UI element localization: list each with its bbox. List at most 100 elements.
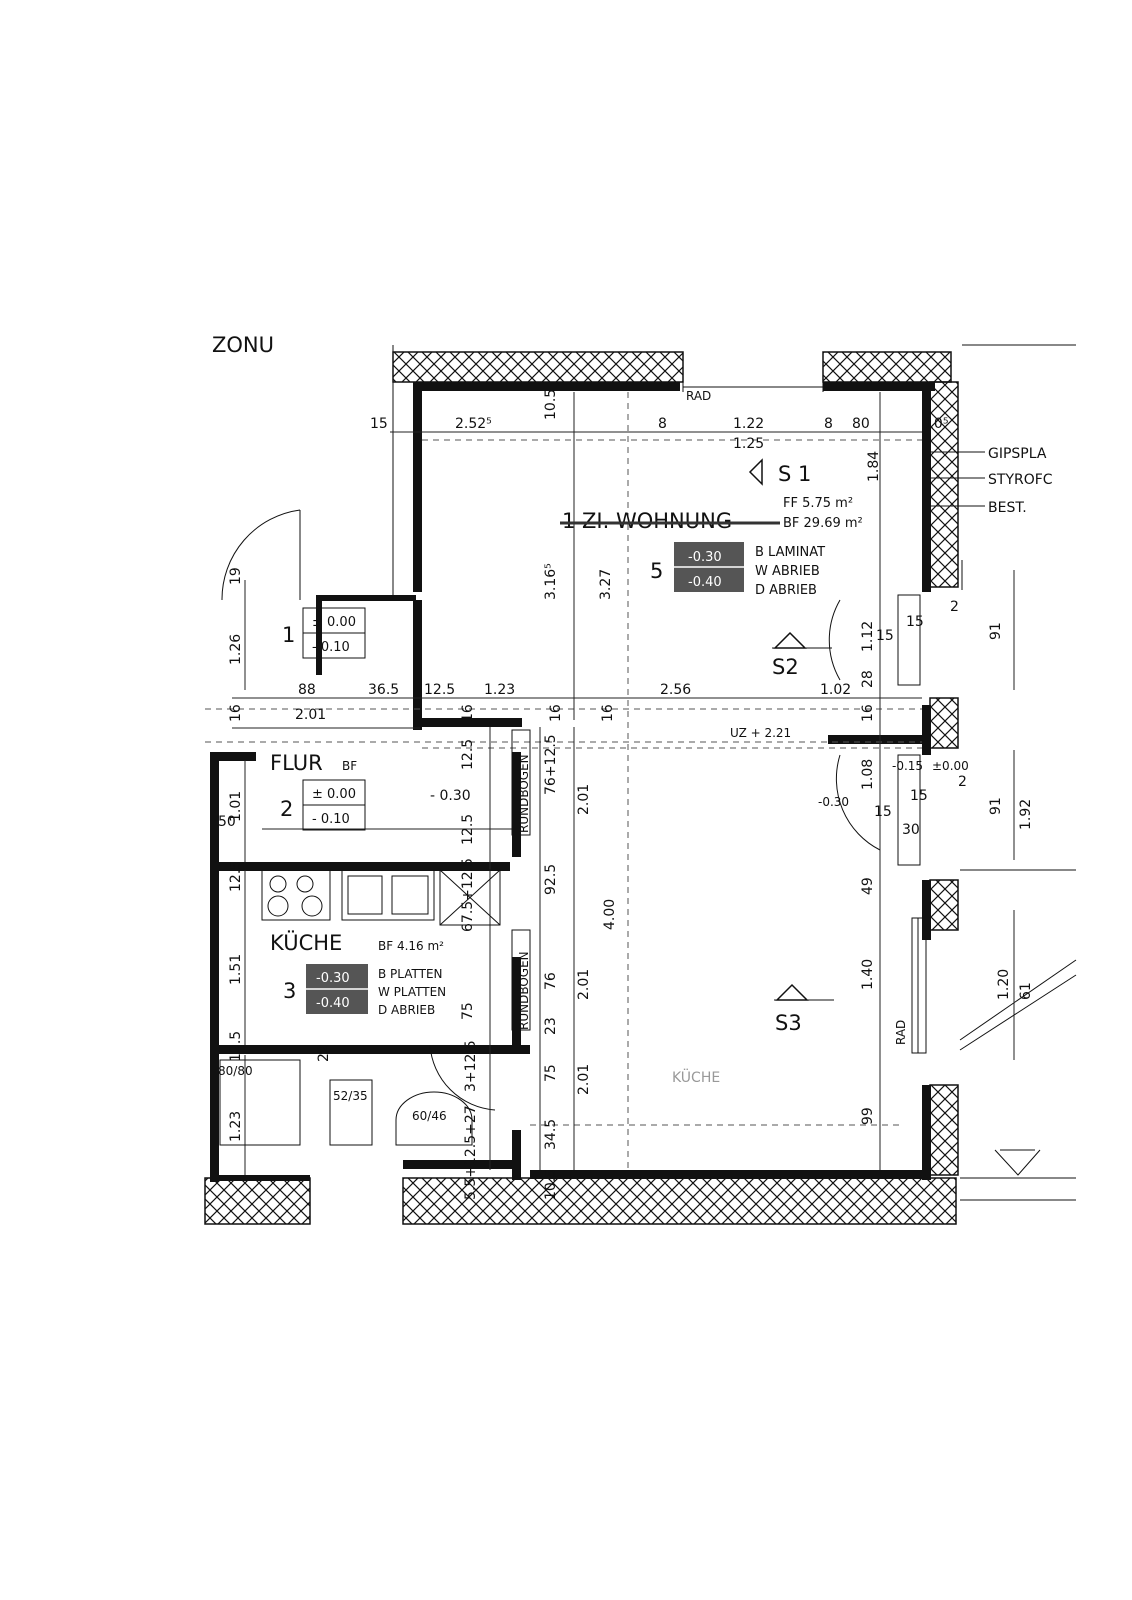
svg-text:92.5: 92.5 — [543, 864, 559, 895]
svg-text:1.40: 1.40 — [860, 959, 876, 990]
svg-text:2.01: 2.01 — [576, 1064, 592, 1095]
svg-text:-0.30: -0.30 — [688, 550, 722, 565]
svg-text:10.5: 10.5 — [543, 389, 559, 420]
svg-text:12.5: 12.5 — [228, 861, 244, 892]
uz-label: UZ + 2.21 — [730, 726, 791, 740]
flur-name: FLUR — [270, 751, 323, 775]
svg-text:1.01: 1.01 — [228, 791, 244, 822]
svg-text:76+12.5: 76+12.5 — [543, 734, 559, 795]
room5-number: 5 — [650, 559, 663, 583]
svg-text:1.92: 1.92 — [1018, 799, 1034, 830]
svg-text:80: 80 — [852, 416, 870, 432]
rundbogen-label-2: RUNDBOGEN — [517, 951, 531, 1030]
kueche-wall: W PLATTEN — [378, 985, 446, 999]
wc-icon — [329, 1079, 373, 1146]
svg-text:22: 22 — [316, 1044, 332, 1062]
plan-lines — [205, 344, 1077, 1201]
section-s3: S3 — [774, 983, 834, 1035]
svg-text:± 0.00: ± 0.00 — [312, 787, 356, 802]
kueche-ghost-label: KÜCHE — [672, 1068, 720, 1086]
kueche-ceiling: D ABRIEB — [378, 1003, 435, 1017]
wc-size: 52/35 — [333, 1089, 368, 1103]
svg-text:36.5: 36.5 — [368, 682, 399, 698]
dimensions: 15 2.52⁵ 8 1.22 8 80 10⁵ 1.25 88 36.5 12… — [218, 416, 967, 838]
svg-text:1.84: 1.84 — [866, 451, 882, 482]
sink-size: 60/46 — [412, 1109, 447, 1123]
svg-text:- 0.10: - 0.10 — [312, 640, 350, 655]
section-s1: S 1 — [748, 458, 811, 486]
svg-text:2.52⁵: 2.52⁵ — [455, 416, 492, 432]
solid-walls — [210, 382, 935, 1182]
svg-text:1.08: 1.08 — [860, 759, 876, 790]
legend-gips: GIPSPLA — [988, 446, 1047, 462]
svg-text:8: 8 — [824, 416, 833, 432]
svg-text:3+12.5: 3+12.5 — [463, 1040, 479, 1092]
level-box-kueche: -0.30 -0.40 — [306, 964, 368, 1014]
dimensions-vertical: 10.5 1.84 3.16⁵ 3.27 1.26 19 16 16 16 16… — [228, 389, 1034, 1200]
svg-text:1.26: 1.26 — [228, 634, 244, 665]
svg-text:30: 30 — [902, 822, 920, 838]
svg-text:91: 91 — [988, 797, 1004, 815]
svg-text:15: 15 — [370, 416, 388, 432]
svg-text:76: 76 — [543, 972, 559, 990]
radiator-icon — [897, 594, 921, 686]
svg-text:12.5: 12.5 — [228, 1031, 244, 1062]
room5-ff: FF 5.75 m² — [783, 496, 853, 511]
rad-right-label: RAD — [894, 1020, 908, 1045]
svg-text:S 1: S 1 — [778, 462, 811, 486]
legend-styro: STYROFC — [988, 472, 1053, 488]
svg-text:99: 99 — [860, 1107, 876, 1125]
shower-icon — [219, 1059, 301, 1146]
svg-text:1.51: 1.51 — [228, 954, 244, 985]
svg-text:16: 16 — [600, 704, 616, 722]
kitchen-sink-icon — [341, 869, 435, 921]
svg-text:88: 88 — [298, 682, 316, 698]
svg-text:-0.40: -0.40 — [316, 996, 350, 1011]
fridge-icon — [439, 869, 501, 926]
svg-text:16: 16 — [548, 704, 564, 722]
level-000: ±0.00 — [932, 759, 969, 773]
svg-text:15: 15 — [876, 628, 894, 644]
shower-size: 80/80 — [218, 1064, 253, 1078]
svg-text:-0.30: -0.30 — [316, 971, 350, 986]
room5-wall: W ABRIEB — [755, 564, 820, 579]
level-030-right: -0.30 — [818, 795, 849, 809]
room5-ceiling: D ABRIEB — [755, 583, 817, 598]
svg-text:49: 49 — [860, 877, 876, 895]
svg-text:15: 15 — [874, 804, 892, 820]
svg-text:1.23: 1.23 — [228, 1111, 244, 1142]
svg-text:1.22: 1.22 — [733, 416, 764, 432]
svg-text:1.20: 1.20 — [996, 969, 1012, 1000]
zone-label: ZONU — [212, 333, 274, 357]
svg-text:34.5: 34.5 — [543, 1119, 559, 1150]
svg-text:1.02: 1.02 — [820, 682, 851, 698]
svg-text:61: 61 — [1018, 982, 1034, 1000]
svg-text:3.27: 3.27 — [598, 569, 614, 600]
outer-walls — [204, 351, 959, 1225]
apartment-title: 1 ZI. WOHNUNG — [562, 509, 732, 533]
legend-best: BEST. — [988, 500, 1027, 516]
svg-text:12.5: 12.5 — [460, 814, 476, 845]
svg-text:- 0.10: - 0.10 — [312, 812, 350, 827]
svg-text:12.5: 12.5 — [424, 682, 455, 698]
rundbogen-label-1: RUNDBOGEN — [517, 754, 531, 833]
rad-top-label: RAD — [686, 389, 711, 403]
room1-number: 1 — [282, 623, 295, 647]
svg-text:2.01: 2.01 — [295, 707, 326, 723]
section-s2: S2 — [772, 631, 832, 679]
stove-icon — [261, 869, 331, 921]
svg-text:4.00: 4.00 — [602, 899, 618, 930]
svg-text:16: 16 — [460, 704, 476, 722]
flur-bf: BF — [342, 759, 357, 773]
svg-text:3.16⁵: 3.16⁵ — [543, 563, 559, 600]
svg-text:2: 2 — [958, 774, 967, 790]
fixtures — [219, 594, 921, 1146]
room5-floor: B LAMINAT — [755, 545, 825, 560]
svg-text:1.12: 1.12 — [860, 621, 876, 652]
svg-text:2.56: 2.56 — [660, 682, 691, 698]
svg-text:23: 23 — [543, 1017, 559, 1035]
svg-text:S3: S3 — [775, 1011, 802, 1035]
room5-bf: BF 29.69 m² — [783, 516, 863, 531]
svg-text:12.5: 12.5 — [460, 739, 476, 770]
